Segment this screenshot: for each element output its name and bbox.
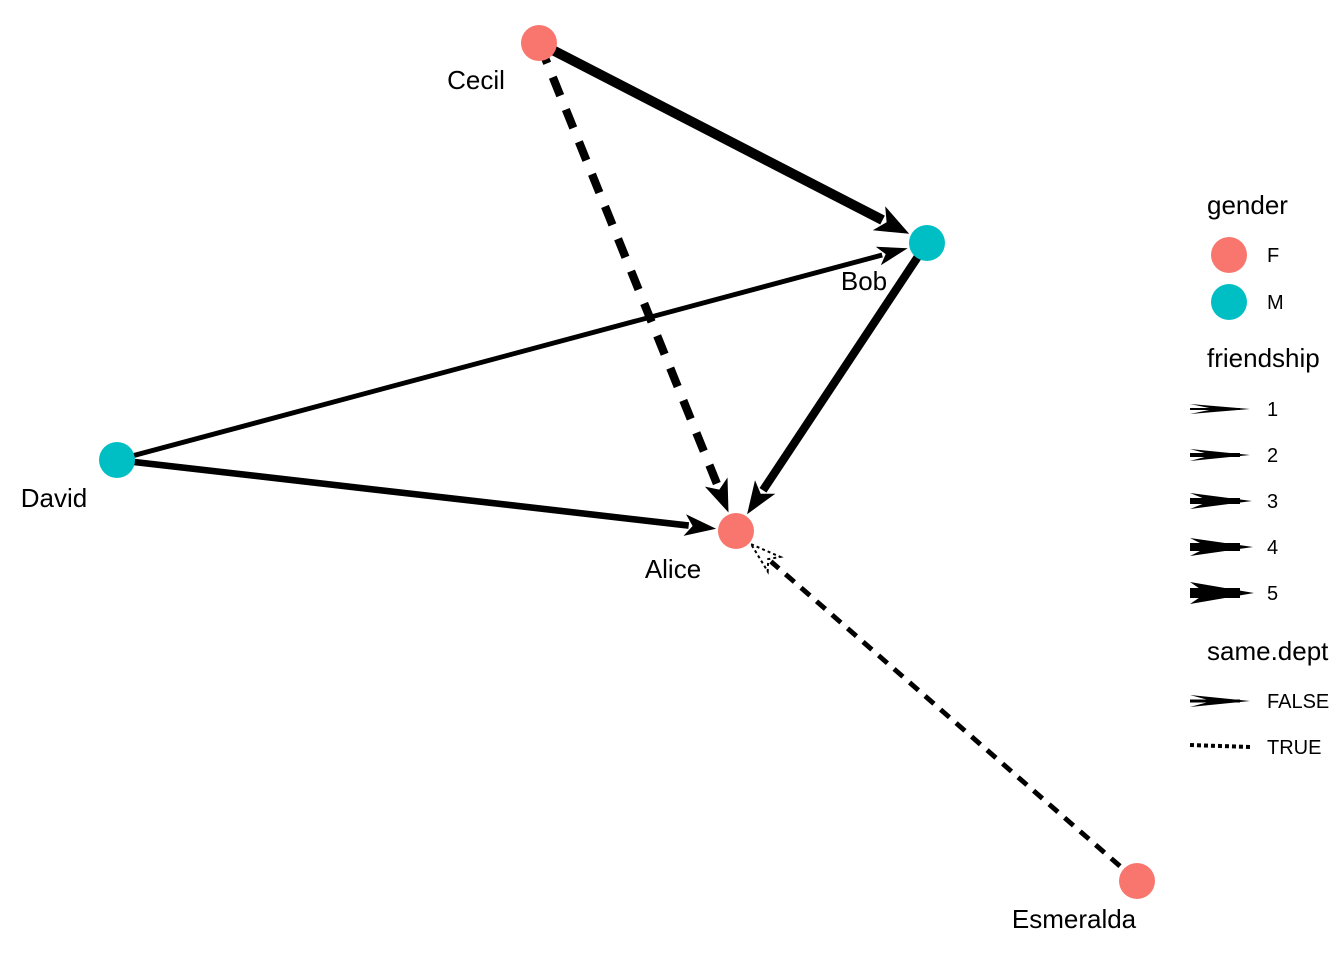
- legend-gender-title: gender: [1207, 190, 1288, 220]
- node-bob: [909, 225, 945, 261]
- legend-friendship-key-1-glyph: [1190, 404, 1250, 414]
- edge-david-bob: [118, 246, 908, 462]
- edge-arrowhead: [704, 477, 729, 513]
- node-label-bob: Bob: [841, 266, 887, 296]
- legend-friendship-key-5: 5: [1267, 583, 1278, 605]
- legend-friendship-key-4: 4: [1267, 537, 1278, 559]
- node-label-alice: Alice: [645, 554, 701, 584]
- edge-line: [535, 43, 722, 488]
- legend-same-dept-key-true-glyph: [1189, 743, 1251, 749]
- legend-friendship-key-3-glyph: [1190, 493, 1252, 509]
- edge-david-alice: [118, 456, 717, 536]
- nodes-layer: [99, 25, 1155, 899]
- legend-same-dept-key-false: FALSE: [1267, 691, 1329, 713]
- legend-friendship-key-2: 2: [1267, 445, 1278, 467]
- legend-friendship-key-5-glyph: [1190, 582, 1254, 604]
- node-label-esmeralda: Esmeralda: [1012, 904, 1137, 934]
- legend-gender-key-f-swatch: [1211, 237, 1247, 273]
- node-esmeralda: [1119, 863, 1155, 899]
- legend-same-dept-key-true: TRUE: [1267, 737, 1321, 759]
- edge-arrowhead: [748, 542, 784, 575]
- node-david: [99, 442, 135, 478]
- node-label-david: David: [21, 483, 87, 513]
- legend-friendship-key-4-glyph: [1190, 538, 1253, 556]
- edge-line: [769, 559, 1138, 882]
- legend-friendship-title: friendship: [1207, 343, 1320, 373]
- edge-arrowhead: [747, 480, 776, 515]
- edge-line: [538, 39, 885, 225]
- edge-cecil-alice: [535, 43, 729, 513]
- node-label-cecil: Cecil: [447, 65, 505, 95]
- legend-gender-key-m: M: [1267, 292, 1284, 314]
- edges-layer: [118, 39, 1138, 882]
- edge-cecil-bob: [538, 39, 910, 234]
- edge-arrowhead: [683, 514, 717, 536]
- legend-same-dept-title: same.dept: [1207, 636, 1329, 666]
- legend-friendship-key-2-glyph: [1190, 449, 1250, 461]
- edge-bob-alice: [747, 242, 930, 515]
- node-alice: [718, 513, 754, 549]
- legend-friendship-key-3: 3: [1267, 491, 1278, 513]
- legend-gender-key-m-swatch: [1211, 284, 1247, 320]
- edge-line: [118, 456, 690, 529]
- legend-friendship-key-1: 1: [1267, 399, 1278, 421]
- legend-gender-key-f: F: [1267, 245, 1279, 267]
- edge-arrowhead: [875, 246, 908, 266]
- edge-line: [118, 252, 883, 462]
- edge-esmeralda-alice: [748, 542, 1138, 882]
- node-cecil: [521, 25, 557, 61]
- edge-arrowhead: [872, 206, 910, 234]
- edge-line: [759, 242, 930, 493]
- legend: gender F M friendship 1 2 3 4 5: [1189, 190, 1329, 759]
- legend-same-dept-key-false-glyph: [1190, 695, 1250, 707]
